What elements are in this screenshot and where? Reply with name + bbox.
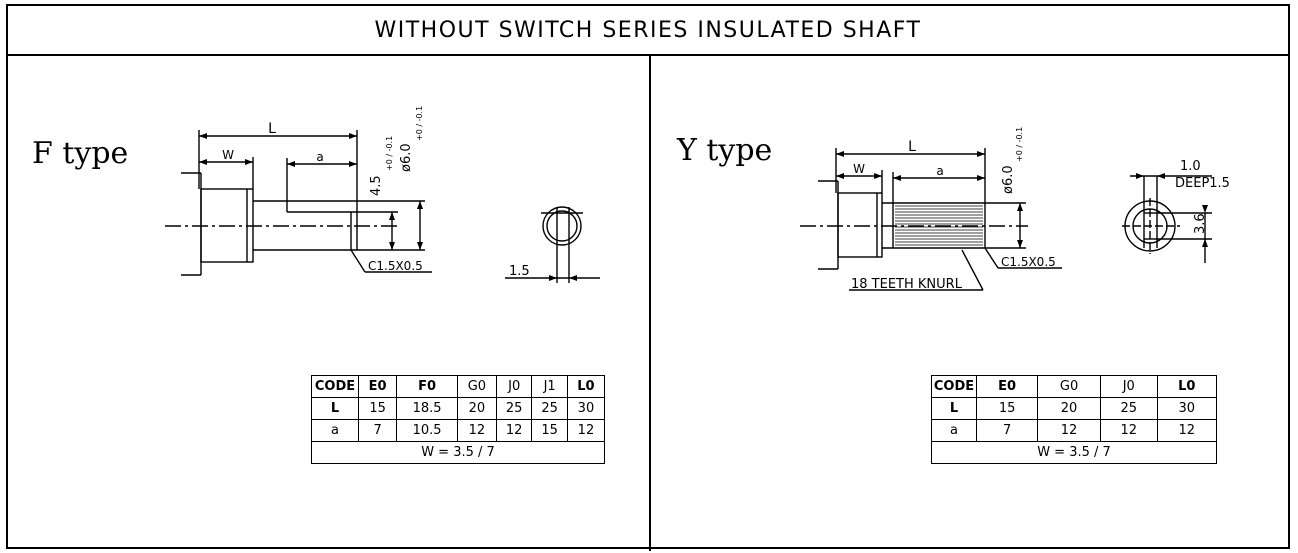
table-row: L 15 18.5 20 25 25 30	[311, 397, 606, 420]
table-cell: J0	[495, 375, 533, 398]
y-knurl	[895, 205, 983, 246]
table-cell: a	[931, 419, 977, 442]
table-cell: CODE	[931, 375, 977, 398]
table-cell: 15	[975, 397, 1039, 420]
table-row: W = 3.5 / 7	[311, 441, 605, 464]
f-slot-label: 1.5	[509, 264, 530, 279]
table-cell: 12	[495, 419, 533, 442]
f-dim-6-0: ø6.0	[399, 143, 414, 172]
table-cell: L0	[566, 375, 606, 398]
table-cell: 20	[456, 397, 497, 420]
y-deep-label: DEEP1.5	[1175, 176, 1230, 191]
table-cell: 10.5	[396, 419, 458, 442]
f-chamfer-label: C1.5X0.5	[368, 259, 423, 273]
y-dim-6-0: ø6.0	[1001, 165, 1016, 194]
table-cell: L	[311, 397, 359, 420]
table-cell: L0	[1156, 375, 1218, 398]
table-cell: CODE	[311, 375, 359, 398]
table-cell: 30	[566, 397, 606, 420]
table-cell: G0	[1037, 375, 1101, 398]
table-footer: W = 3.5 / 7	[931, 441, 1217, 464]
table-cell: E0	[357, 375, 398, 398]
f-dim-4-5: 4.5	[369, 175, 384, 196]
table-cell: 12	[1099, 419, 1158, 442]
y-type-label: Y type	[677, 133, 773, 168]
table-cell: 25	[1099, 397, 1158, 420]
table-cell: 7	[357, 419, 398, 442]
table-row: CODE E0 G0 J0 L0	[931, 375, 1218, 398]
table-cell: 12	[1037, 419, 1101, 442]
table-cell: G0	[456, 375, 497, 398]
table-row: a 7 12 12 12	[931, 419, 1218, 442]
f-type-drawing: L W a 4.5 +0 / -0.1 ø6.0 +0 / -0.1 C1.5X…	[165, 106, 600, 283]
table-cell: J0	[1099, 375, 1158, 398]
table-cell: 7	[975, 419, 1039, 442]
table-row: W = 3.5 / 7	[931, 441, 1217, 464]
title-bar: WITHOUT SWITCH SERIES INSULATED SHAFT	[8, 6, 1288, 56]
table-cell: 12	[456, 419, 497, 442]
f-dim-L: L	[268, 121, 276, 137]
y-type-drawing: L W a ø6.0 +0 / -0.1 C1.5X0.5 18 TEETH K…	[800, 127, 1230, 292]
table-cell: E0	[975, 375, 1039, 398]
table-cell: 12	[1156, 419, 1218, 442]
y-dim-L: L	[908, 139, 916, 155]
y-spec-table: CODE E0 G0 J0 L0 L 15 20 25 30 a 7 12 12…	[931, 375, 1218, 464]
panel-divider	[649, 54, 651, 551]
table-row: a 7 10.5 12 12 15 12	[311, 419, 606, 442]
f-dim-6-0-tol: +0 / -0.1	[415, 106, 424, 141]
table-cell: 18.5	[396, 397, 458, 420]
table-cell: 25	[495, 397, 533, 420]
table-cell: 30	[1156, 397, 1218, 420]
y-knurl-label: 18 TEETH KNURL	[851, 277, 963, 292]
y-slot-width: 1.0	[1180, 159, 1201, 174]
y-dim-3-6: 3.6	[1193, 213, 1208, 234]
table-cell: 20	[1037, 397, 1101, 420]
page-title: WITHOUT SWITCH SERIES INSULATED SHAFT	[374, 17, 922, 43]
table-cell: a	[311, 419, 359, 442]
table-cell: J1	[531, 375, 568, 398]
y-chamfer-label: C1.5X0.5	[1001, 255, 1056, 269]
table-cell: 12	[566, 419, 606, 442]
table-cell: 15	[531, 419, 568, 442]
f-dim-a: a	[316, 150, 323, 164]
table-footer: W = 3.5 / 7	[311, 441, 605, 464]
table-cell: F0	[396, 375, 458, 398]
table-row: L 15 20 25 30	[931, 397, 1218, 420]
y-dim-a: a	[936, 164, 943, 178]
f-dim-W: W	[222, 148, 234, 162]
y-dim-6-0-tol: +0 / -0.1	[1015, 127, 1024, 162]
f-type-label: F type	[32, 136, 129, 171]
f-dim-4-5-tol: +0 / -0.1	[385, 136, 394, 171]
table-cell: 15	[357, 397, 398, 420]
y-dim-W: W	[853, 162, 865, 176]
drawing-frame: WITHOUT SWITCH SERIES INSULATED SHAFT	[6, 4, 1290, 551]
table-row: CODE E0 F0 G0 J0 J1 L0	[311, 375, 606, 398]
table-cell: 25	[531, 397, 568, 420]
table-cell: L	[931, 397, 977, 420]
y-bushing	[837, 192, 883, 258]
f-spec-table: CODE E0 F0 G0 J0 J1 L0 L 15 18.5 20 25 2…	[311, 375, 606, 464]
